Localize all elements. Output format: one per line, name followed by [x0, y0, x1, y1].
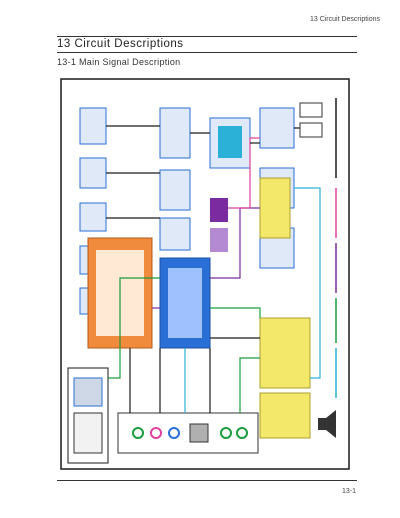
speaker-icon — [318, 410, 336, 438]
signal-line-green-3 — [239, 357, 260, 413]
device-icon-1 — [299, 102, 323, 118]
title-rule-top — [57, 36, 357, 37]
block-audio-processor — [259, 317, 311, 389]
block-top-3 — [79, 202, 107, 232]
section-subtitle: 13-1 Main Signal Description — [57, 57, 181, 67]
header-section-label: 13 Circuit Descriptions — [309, 16, 380, 23]
block-tuner-2 — [159, 169, 191, 211]
title-rule-bottom — [57, 52, 357, 53]
signal-line-pink — [228, 137, 260, 209]
footer-rule — [57, 480, 357, 481]
signal-line-green — [108, 277, 160, 379]
block-tuner — [159, 107, 191, 159]
block-purple-chip — [210, 198, 228, 222]
page-title: 13 Circuit Descriptions — [57, 38, 184, 50]
block-top-1 — [79, 107, 107, 145]
block-audio-amp — [259, 392, 311, 439]
block-audio-amp-2 — [259, 177, 291, 239]
signal-block-diagram — [60, 78, 350, 470]
block-tuner-3 — [159, 217, 191, 251]
device-icon-2 — [299, 122, 323, 138]
block-right-1 — [259, 107, 295, 149]
signal-line-cyan-2 — [294, 187, 321, 379]
block-purple-chip-2 — [210, 228, 228, 252]
page-number: 13-1 — [341, 488, 356, 495]
signal-line-green-2 — [210, 307, 261, 318]
block-top-2 — [79, 157, 107, 189]
